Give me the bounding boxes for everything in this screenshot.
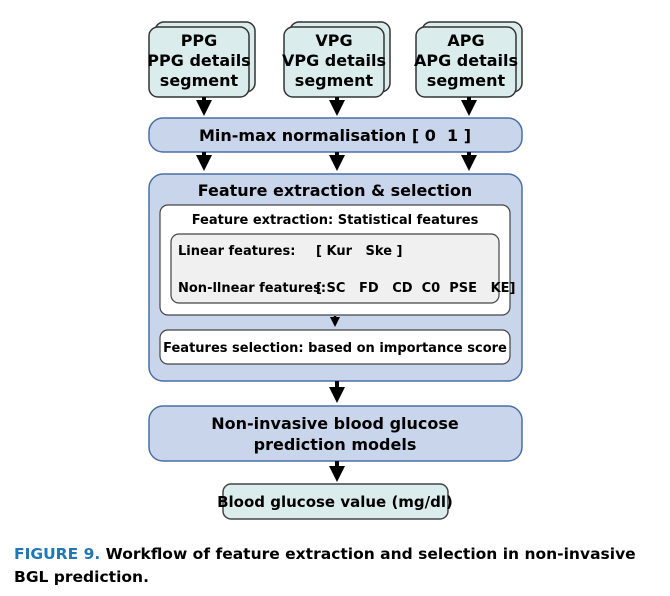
input-vpg-line3: segment [295,71,374,90]
input-ppg: PPG PPG details segment [147,21,256,98]
workflow-diagram: PPG PPG details segment VPG VPG details … [147,21,523,520]
model-box: Non-invasive blood glucose prediction mo… [148,405,523,462]
selection-label: Features selection: based on importance … [163,341,507,356]
feature-block: Feature extraction & selection Feature e… [148,173,523,382]
model-line1: Non-invasive blood glucose [211,414,459,433]
input-vpg: VPG VPG details segment [282,21,391,98]
figure-label: FIGURE 9. [14,545,101,563]
normalisation-box: Min-max normalisation [ 0 1 ] [148,117,523,153]
linear-features-label: Linear features: [178,244,295,259]
output-box: Blood glucose value (mg/dl) [217,483,453,520]
input-apg-line3: segment [427,71,506,90]
normalisation-label: Min-max normalisation [ 0 1 ] [199,126,471,145]
input-apg: APG APG details segment [414,21,523,98]
linear-features-values: [ Kur Ske ] [316,244,403,259]
figure-caption: FIGURE 9. Workflow of feature extraction… [14,543,659,589]
input-ppg-line3: segment [160,71,239,90]
output-label: Blood glucose value (mg/dl) [217,493,453,511]
extraction-title: Feature extraction: Statistical features [192,213,479,228]
nonlinear-features-label: Non-llnear features: [178,281,326,296]
model-line2: prediction models [254,435,417,454]
input-apg-line2: APG details [414,51,518,70]
input-apg-line1: APG [447,31,484,50]
feature-block-title: Feature extraction & selection [198,181,473,200]
arrows-to-feature-block [196,152,477,171]
input-vpg-line1: VPG [315,31,352,50]
arrows-to-normalisation [196,97,477,116]
input-ppg-line1: PPG [181,31,218,50]
figure-caption-text: Workflow of feature extraction and selec… [14,545,636,586]
nonlinear-features-values: [ SC FD CD C0 PSE KE] [316,281,515,296]
input-ppg-line2: PPG details [147,51,250,70]
input-vpg-line2: VPG details [282,51,386,70]
